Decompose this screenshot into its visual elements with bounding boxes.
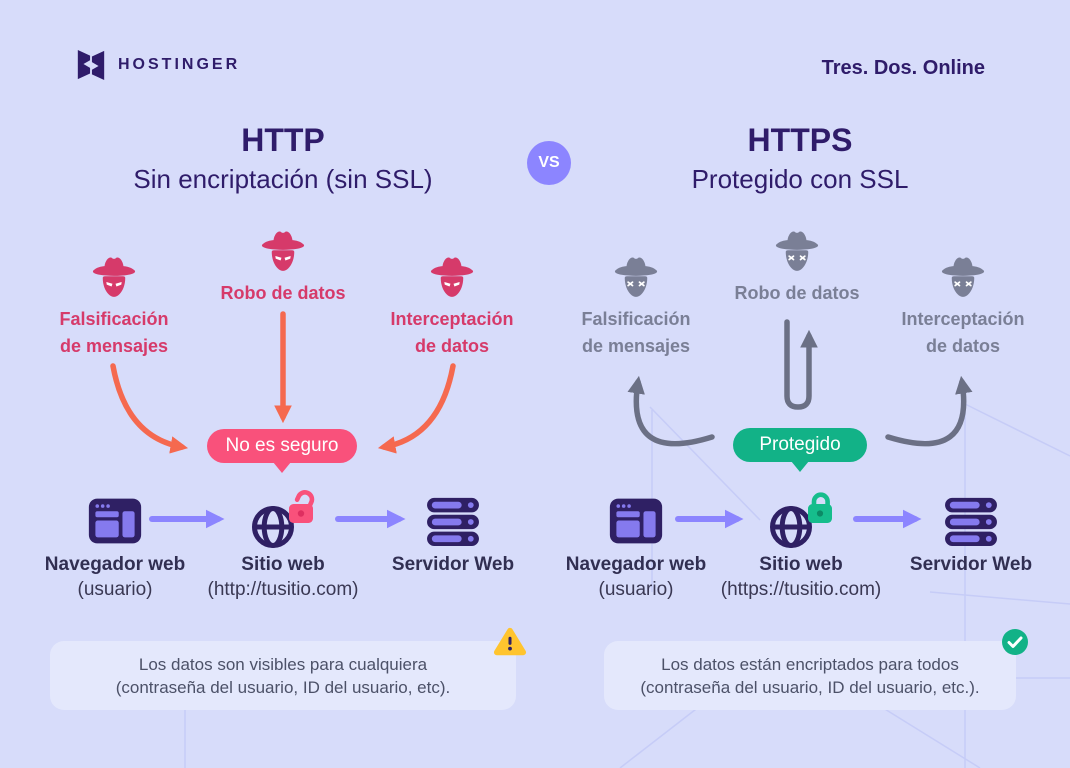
flow-name: Sitio web xyxy=(759,554,843,575)
globe-open-lock-icon xyxy=(246,490,320,552)
hacker-spy-icon xyxy=(87,252,141,299)
hacker-spy-icon xyxy=(256,226,310,273)
threat-label-line1: Falsificación xyxy=(59,309,169,329)
threat-label-line1: Interceptación xyxy=(390,309,514,329)
browser-icon xyxy=(87,496,143,546)
server-icon xyxy=(942,496,1000,546)
flow-name: Servidor Web xyxy=(909,554,1033,575)
http-subtitle: Sin encriptación (sin SSL) xyxy=(133,164,433,194)
threat-interceptacion-https: Interceptación de datos xyxy=(873,252,1053,360)
bounced-arrow-left-https xyxy=(627,375,715,447)
threat-label-line1: Robo de datos xyxy=(220,283,346,303)
attack-arrow-right-http xyxy=(377,363,456,454)
flow-name: Navegador web xyxy=(565,554,707,575)
check-icon xyxy=(1002,629,1028,655)
hacker-spy-blocked-icon xyxy=(770,226,824,273)
flow-node-website-http: Sitio web (http://tusitio.com) xyxy=(183,489,383,602)
threat-label-line1: Robo de datos xyxy=(734,283,860,303)
status-badge-protected: Protegido xyxy=(733,428,867,472)
flow-node-browser-https: Navegador web (usuario) xyxy=(536,489,736,602)
vs-badge: VS xyxy=(527,141,571,185)
https-title-block: HTTPS Protegido con SSL xyxy=(577,121,1023,196)
threat-label-line2: de datos xyxy=(925,336,1000,356)
threat-label-line2: de mensajes xyxy=(59,336,169,356)
flow-detail: (http://tusitio.com) xyxy=(207,579,359,600)
http-title-block: HTTP Sin encriptación (sin SSL) xyxy=(60,121,506,196)
http-title: HTTP xyxy=(241,122,325,158)
flow-name: Servidor Web xyxy=(391,554,515,575)
warning-icon xyxy=(493,627,527,656)
tagline: Tres. Dos. Online xyxy=(821,57,985,79)
hostinger-h-mark-icon xyxy=(77,49,105,81)
threat-falsificacion-https: Falsificación de mensajes xyxy=(546,252,726,360)
flow-name: Sitio web xyxy=(241,554,325,575)
https-title: HTTPS xyxy=(747,122,853,158)
hacker-spy-blocked-icon xyxy=(609,252,663,299)
note-line2: (contraseña del usuario, ID del usuario,… xyxy=(115,677,451,697)
flow-node-website-https: Sitio web (https://tusitio.com) xyxy=(701,489,901,602)
brand-wordmark: HOSTINGER xyxy=(118,56,241,73)
hacker-spy-blocked-icon xyxy=(936,252,990,299)
threat-robo-https: Robo de datos xyxy=(707,226,887,307)
threat-falsificacion-http: Falsificación de mensajes xyxy=(24,252,204,360)
https-subtitle: Protegido con SSL xyxy=(691,164,909,194)
flow-name: Navegador web xyxy=(44,554,186,575)
note-line2: (contraseña del usuario, ID del usuario,… xyxy=(640,677,980,697)
flow-node-server-http: Servidor Web xyxy=(353,489,553,578)
flow-detail: (https://tusitio.com) xyxy=(720,579,882,600)
threat-label-line1: Falsificación xyxy=(581,309,691,329)
hacker-spy-icon xyxy=(425,252,479,299)
flow-node-browser-http: Navegador web (usuario) xyxy=(15,489,215,602)
note-line1: Los datos son visibles para cualquiera xyxy=(138,654,428,674)
threat-label-line2: de datos xyxy=(414,336,489,356)
hostinger-logo: HOSTINGER xyxy=(75,48,240,82)
threat-label-line1: Interceptación xyxy=(901,309,1025,329)
flow-detail: (usuario) xyxy=(598,579,674,600)
attack-arrow-left-http xyxy=(110,363,189,454)
bounced-arrow-center-https xyxy=(784,319,818,410)
threat-robo-http: Robo de datos xyxy=(193,226,373,307)
note-box-http: Los datos son visibles para cualquiera (… xyxy=(50,641,516,710)
note-line1: Los datos están encriptados para todos xyxy=(661,654,959,674)
note-box-https: Los datos están encriptados para todos (… xyxy=(604,641,1016,710)
flow-node-server-https: Servidor Web xyxy=(871,489,1070,578)
threat-label-line2: de mensajes xyxy=(581,336,691,356)
threat-interceptacion-http: Interceptación de datos xyxy=(362,252,542,360)
globe-closed-lock-icon xyxy=(764,490,838,552)
bounced-arrow-right-https xyxy=(885,375,973,447)
browser-icon xyxy=(608,496,664,546)
flow-detail: (usuario) xyxy=(77,579,153,600)
server-icon xyxy=(424,496,482,546)
status-badge-not-secure: No es seguro xyxy=(207,429,357,473)
